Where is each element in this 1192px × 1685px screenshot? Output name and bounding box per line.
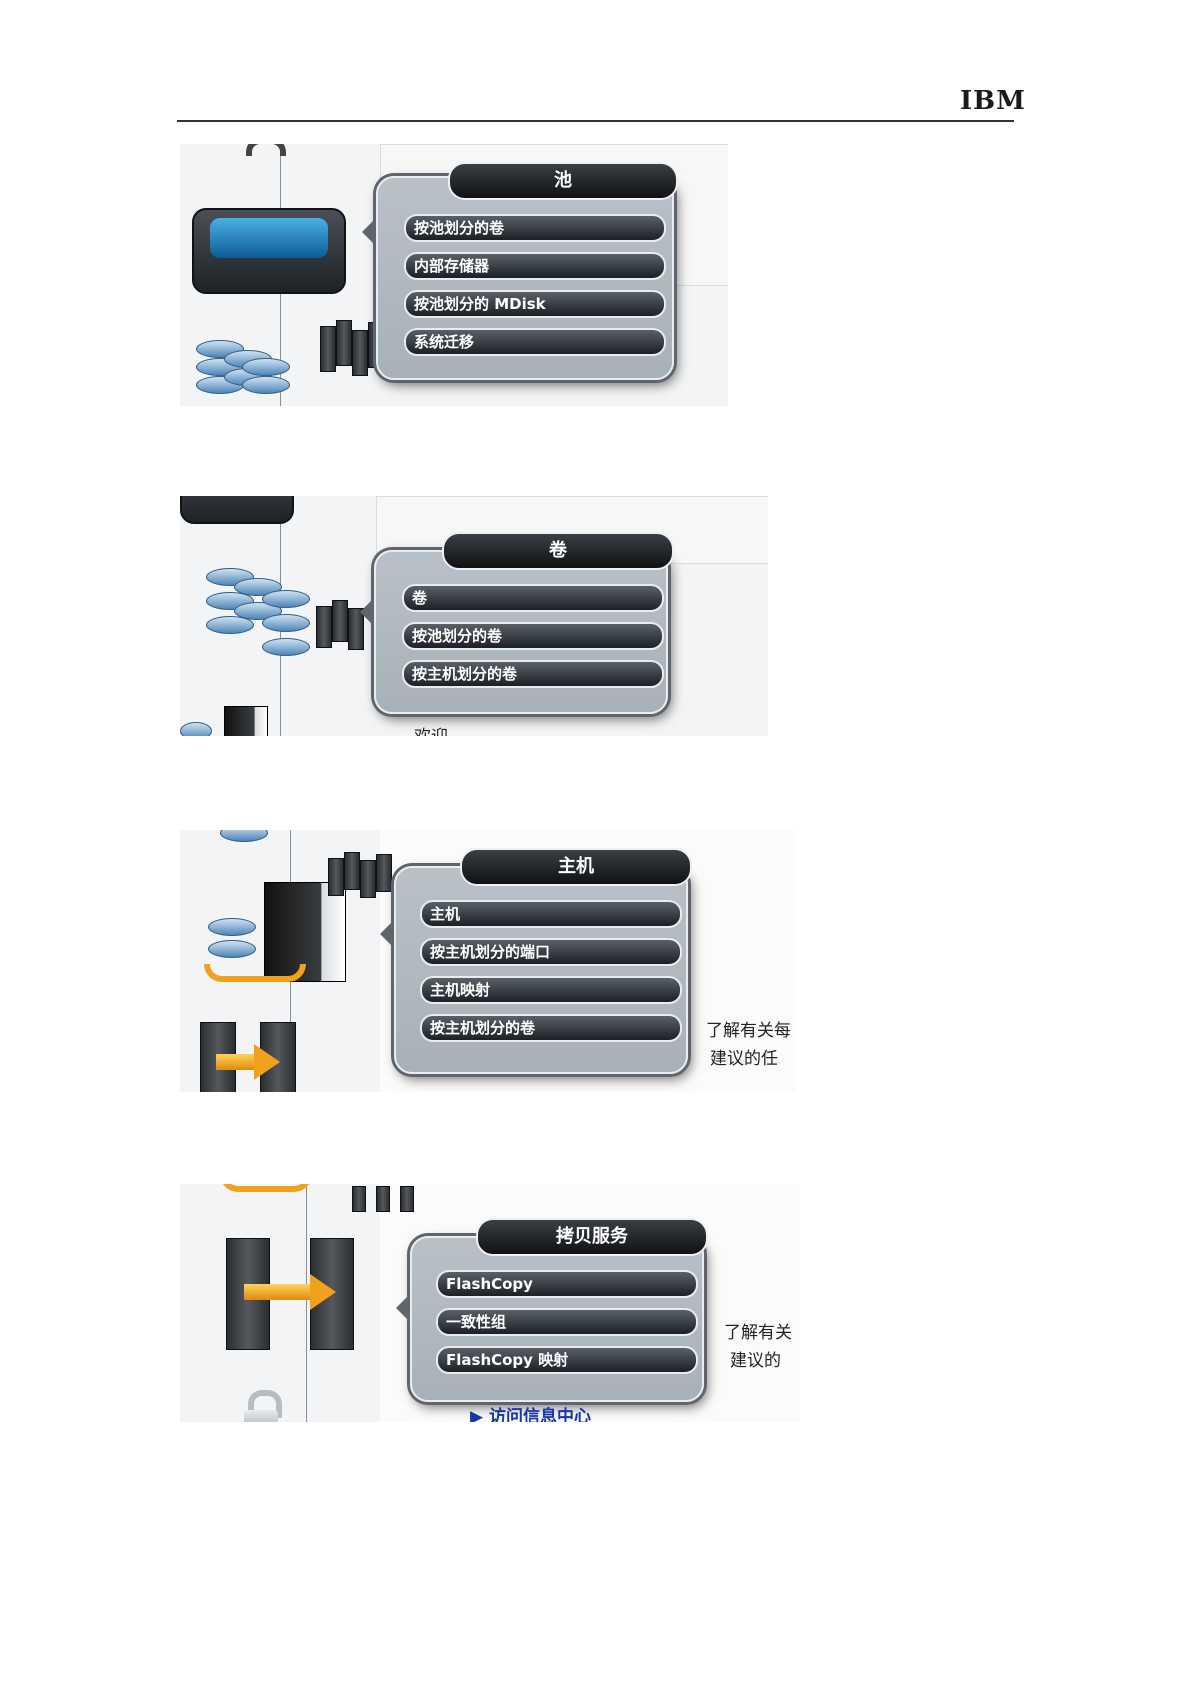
menu-item-host-mappings[interactable]: 主机映射 [420, 976, 682, 1004]
server-rack [336, 320, 352, 366]
database-cylinder [242, 376, 290, 394]
server-rack [376, 854, 392, 892]
menu-item-consistency-groups[interactable]: 一致性组 [436, 1308, 698, 1336]
lock-icon [248, 1390, 282, 1418]
connection-cable [220, 1184, 312, 1192]
background-welcome-text: 欢迎 [414, 722, 448, 736]
database-cylinder [220, 830, 268, 842]
server-rack [360, 860, 376, 898]
menu-item-volumes-by-host[interactable]: 按主机划分的卷 [402, 660, 664, 688]
menu-item-volumes[interactable]: 卷 [402, 584, 664, 612]
hosts-menu-title: 主机 [460, 848, 692, 886]
server-rack [320, 326, 336, 372]
pools-screenshot: 池 按池划分的卷 内部存储器 按池划分的 MDisk 系统迁移 [180, 144, 728, 406]
host-tower-icon [224, 706, 268, 736]
server-rack [352, 1186, 366, 1212]
server-rack [352, 330, 368, 376]
menu-item-volumes-by-host[interactable]: 按主机划分的卷 [420, 1014, 682, 1042]
background-learn-more-text: 了解有关每 [706, 1021, 791, 1041]
copy-services-arrow-icon [216, 1054, 256, 1070]
storage-enclosure-top [210, 218, 328, 258]
database-cylinder [180, 722, 212, 736]
lock-body-icon [244, 1410, 278, 1422]
database-cylinder [262, 590, 310, 608]
background-learn-more-text: 了解有关 [724, 1323, 792, 1343]
copy-services-arrow-icon [244, 1284, 314, 1300]
server-rack [316, 606, 332, 648]
arrow-head-icon [254, 1044, 280, 1080]
menu-item-mdisks-by-pool[interactable]: 按池划分的 MDisk [404, 290, 666, 318]
connection-cable [204, 964, 306, 982]
server-rack [328, 858, 344, 896]
navigation-divider [306, 1184, 307, 1422]
background-suggested-tasks-text: 建议的 [730, 1351, 781, 1371]
arrow-head-icon [310, 1274, 336, 1310]
menu-item-ports-by-host[interactable]: 按主机划分的端口 [420, 938, 682, 966]
ibm-logo: IBM [960, 86, 1026, 116]
database-cylinder [208, 918, 256, 936]
menu-pointer [396, 1294, 410, 1322]
database-cylinder [242, 358, 290, 376]
server-rack [400, 1186, 414, 1212]
menu-item-system-migration[interactable]: 系统迁移 [404, 328, 666, 356]
volumes-screenshot: 卷 卷 按池划分的卷 按主机划分的卷 欢迎 [180, 496, 768, 736]
copy-services-menu-title: 拷贝服务 [476, 1218, 708, 1256]
volumes-menu-title: 卷 [442, 532, 674, 570]
server-rack [344, 852, 360, 890]
menu-pointer [362, 218, 376, 246]
server-rack [332, 600, 348, 642]
pools-menu-title: 池 [448, 162, 678, 200]
hosts-screenshot: 主机 主机 按主机划分的端口 主机映射 按主机划分的卷 了解有关每 建议的任 [180, 830, 796, 1092]
header-divider [177, 120, 1014, 122]
menu-item-flashcopy-mappings[interactable]: FlashCopy 映射 [436, 1346, 698, 1374]
menu-item-volumes-by-pool[interactable]: 按池划分的卷 [402, 622, 664, 650]
menu-pointer [380, 920, 394, 948]
storage-enclosure-icon [180, 496, 294, 524]
menu-item-flashcopy[interactable]: FlashCopy [436, 1270, 698, 1298]
menu-item-volumes-by-pool[interactable]: 按池划分的卷 [404, 214, 666, 242]
monitor-stand-icon [246, 144, 286, 156]
server-rack [376, 1186, 390, 1212]
database-cylinder [208, 940, 256, 958]
link-arrow-icon: ▶ [470, 1407, 489, 1422]
background-suggested-tasks-text: 建议的任 [710, 1049, 778, 1069]
menu-pointer [360, 598, 374, 626]
hosts-menu [380, 866, 688, 1074]
database-cylinder [262, 638, 310, 656]
menu-item-internal-storage[interactable]: 内部存储器 [404, 252, 666, 280]
information-center-link-label: 访问信息中心 [489, 1407, 591, 1422]
menu-item-hosts[interactable]: 主机 [420, 900, 682, 928]
database-cylinder [262, 614, 310, 632]
information-center-link[interactable]: ▶ 访问信息中心 [470, 1402, 591, 1422]
database-cylinder [206, 616, 254, 634]
copy-services-screenshot: 拷贝服务 FlashCopy 一致性组 FlashCopy 映射 了解有关 建议… [180, 1184, 800, 1422]
storage-enclosure-icon [192, 208, 346, 294]
